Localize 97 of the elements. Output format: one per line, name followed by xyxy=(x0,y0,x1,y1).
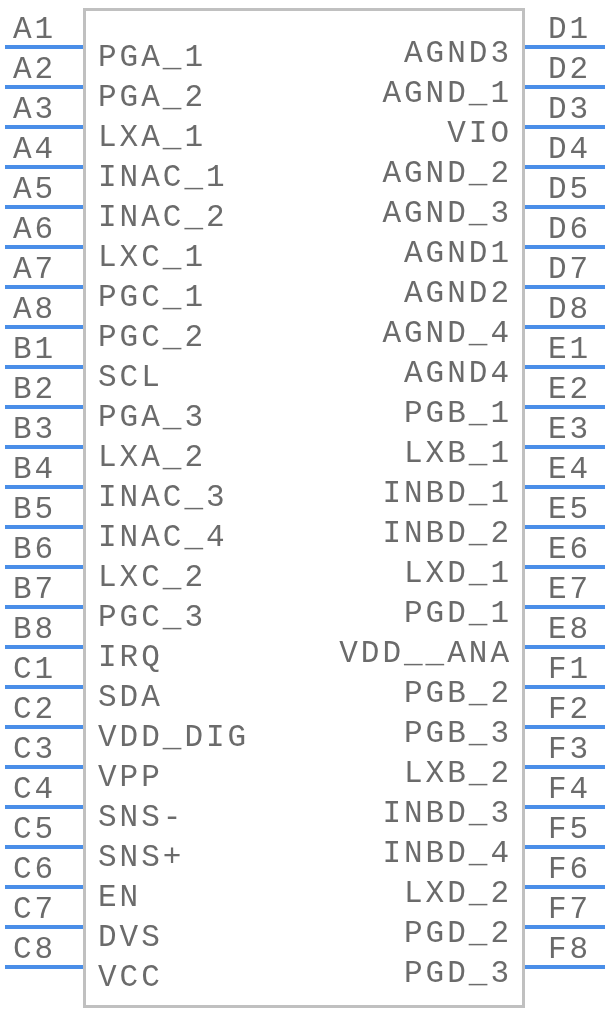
pin-name: LXD_1 xyxy=(404,558,512,590)
pin-number: B4 xyxy=(13,454,57,486)
pin-number: B7 xyxy=(13,574,57,606)
pin-number: D1 xyxy=(548,14,592,46)
pin-name: INAC_1 xyxy=(98,162,228,194)
pin-name: VPP xyxy=(98,762,163,794)
pin-name: LXC_1 xyxy=(98,242,206,274)
pin-number: A1 xyxy=(13,14,57,46)
pin-number: B3 xyxy=(13,414,57,446)
pin-number: E2 xyxy=(548,374,592,406)
pin-number: A3 xyxy=(13,94,57,126)
pin-number: B8 xyxy=(13,614,57,646)
pin-name: AGND3 xyxy=(404,38,512,70)
pin-name: PGC_2 xyxy=(98,322,206,354)
pin-number: F4 xyxy=(548,774,592,806)
pin-name: AGND_1 xyxy=(382,78,512,110)
pin-number: C2 xyxy=(13,694,57,726)
pin-name: PGD_1 xyxy=(404,598,512,630)
pin-name: INBD_1 xyxy=(382,478,512,510)
pin-name: PGC_3 xyxy=(98,602,206,634)
pin-number: C6 xyxy=(13,854,57,886)
pin-name: EN xyxy=(98,882,142,914)
pin-number: E6 xyxy=(548,534,592,566)
pin-number: E8 xyxy=(548,614,592,646)
pin-name: PGB_3 xyxy=(404,718,512,750)
pin-name: INAC_4 xyxy=(98,522,228,554)
pin-number: C8 xyxy=(13,934,57,966)
pin-number: D5 xyxy=(548,174,592,206)
chip-body xyxy=(83,8,525,1008)
pin-number: C7 xyxy=(13,894,57,926)
pin-number: C4 xyxy=(13,774,57,806)
pin-name: LXA_1 xyxy=(98,122,206,154)
pin-number: F7 xyxy=(548,894,592,926)
pin-number: F6 xyxy=(548,854,592,886)
pin-number: D2 xyxy=(548,54,592,86)
pin-name: LXD_2 xyxy=(404,878,512,910)
pin-name: VCC xyxy=(98,962,163,994)
pin-name: INAC_2 xyxy=(98,202,228,234)
pin-number: A6 xyxy=(13,214,57,246)
pin-number: D6 xyxy=(548,214,592,246)
pin-name: PGA_1 xyxy=(98,42,206,74)
pin-number: C5 xyxy=(13,814,57,846)
pin-name: SNS- xyxy=(98,802,185,834)
pin-number: F1 xyxy=(548,654,592,686)
pin-name: VIO xyxy=(447,118,512,150)
pin-name: LXB_1 xyxy=(404,438,512,470)
pin-number: A2 xyxy=(13,54,57,86)
pin-number: A5 xyxy=(13,174,57,206)
pin-name: AGND_4 xyxy=(382,318,512,350)
pin-name: SCL xyxy=(98,362,163,394)
pin-name: LXA_2 xyxy=(98,442,206,474)
pin-name: PGC_1 xyxy=(98,282,206,314)
pin-number: E3 xyxy=(548,414,592,446)
pin-name: VDD_DIG xyxy=(98,722,250,754)
pin-name: DVS xyxy=(98,922,163,954)
pin-name: AGND_3 xyxy=(382,198,512,230)
pin-number: E7 xyxy=(548,574,592,606)
pin-name: PGB_1 xyxy=(404,398,512,430)
pin-number: C3 xyxy=(13,734,57,766)
pin-number: F3 xyxy=(548,734,592,766)
pin-name: PGA_3 xyxy=(98,402,206,434)
pin-name: SDA xyxy=(98,682,163,714)
pin-name: INAC_3 xyxy=(98,482,228,514)
pin-number: F2 xyxy=(548,694,592,726)
pin-name: LXB_2 xyxy=(404,758,512,790)
pin-name: AGND_2 xyxy=(382,158,512,190)
pin-number: E1 xyxy=(548,334,592,366)
pin-number: D8 xyxy=(548,294,592,326)
pin-number: D7 xyxy=(548,254,592,286)
pin-number: E4 xyxy=(548,454,592,486)
pin-number: A4 xyxy=(13,134,57,166)
pin-name: INBD_3 xyxy=(382,798,512,830)
pin-name: SNS+ xyxy=(98,842,185,874)
pin-number: B5 xyxy=(13,494,57,526)
pin-name: PGD_2 xyxy=(404,918,512,950)
pin-number: F8 xyxy=(548,934,592,966)
pin-name: VDD__ANA xyxy=(339,638,512,670)
pin-number: E5 xyxy=(548,494,592,526)
pin-name: INBD_2 xyxy=(382,518,512,550)
pin-name: AGND4 xyxy=(404,358,512,390)
pin-name: PGA_2 xyxy=(98,82,206,114)
pin-name: AGND2 xyxy=(404,278,512,310)
pin-number: A7 xyxy=(13,254,57,286)
pin-name: INBD_4 xyxy=(382,838,512,870)
pin-name: AGND1 xyxy=(404,238,512,270)
pin-number: B2 xyxy=(13,374,57,406)
pin-name: LXC_2 xyxy=(98,562,206,594)
pin-number: B1 xyxy=(13,334,57,366)
pin-number: A8 xyxy=(13,294,57,326)
pin-number: C1 xyxy=(13,654,57,686)
pin-number: D3 xyxy=(548,94,592,126)
pin-name: IRQ xyxy=(98,642,163,674)
pin-name: PGD_3 xyxy=(404,958,512,990)
pin-number: D4 xyxy=(548,134,592,166)
pin-name: PGB_2 xyxy=(404,678,512,710)
pin-number: B6 xyxy=(13,534,57,566)
pin-number: F5 xyxy=(548,814,592,846)
